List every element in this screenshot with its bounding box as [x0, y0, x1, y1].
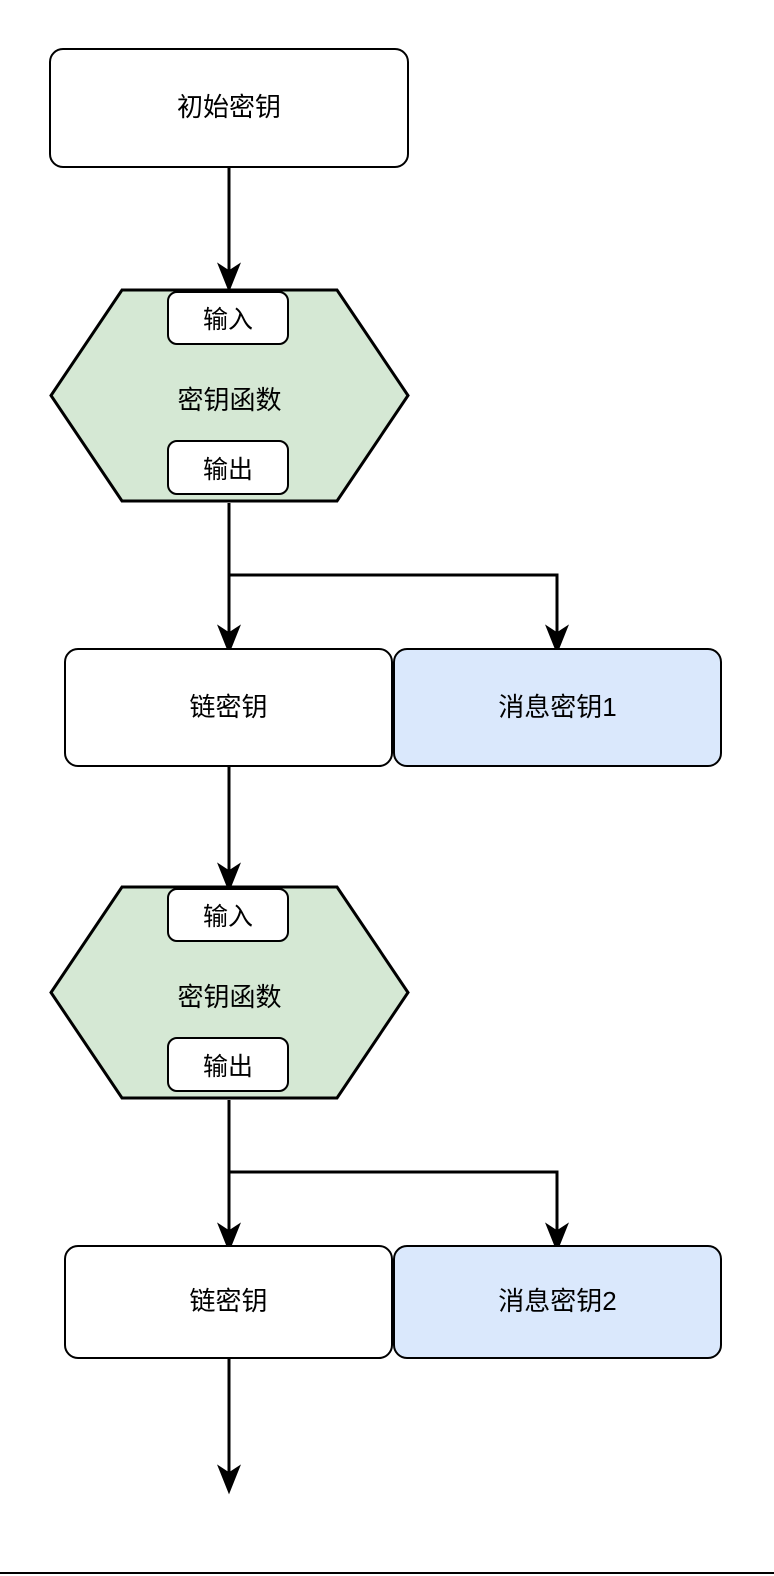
node-kdf-1-output-label: 输出: [202, 455, 253, 484]
node-kdf-2-label: 密钥函数: [177, 982, 282, 1012]
node-kdf-1-output[interactable]: 输出: [167, 440, 289, 495]
node-chain-key-1[interactable]: 链密钥: [64, 648, 393, 767]
node-kdf-1-label: 密钥函数: [177, 385, 282, 415]
node-chain-key-1-label: 链密钥: [189, 691, 268, 722]
node-kdf-2[interactable]: 密钥函数 输入 输出: [49, 885, 410, 1100]
node-chain-key-2[interactable]: 链密钥: [64, 1245, 393, 1359]
node-kdf-1-input[interactable]: 输入: [167, 291, 289, 345]
node-initial-key[interactable]: 初始密钥: [49, 48, 409, 168]
node-kdf-1-input-label: 输入: [202, 306, 253, 334]
node-kdf-2-output-label: 输出: [202, 1052, 253, 1081]
hexagon-shape-1: [49, 288, 410, 503]
node-kdf-1[interactable]: 密钥函数 输入 输出: [49, 288, 410, 503]
page-bottom-rule: [0, 1572, 774, 1574]
node-kdf-2-input-label: 输入: [202, 903, 253, 931]
node-message-key-1-label: 消息密钥1: [498, 691, 617, 722]
node-message-key-2[interactable]: 消息密钥2: [393, 1245, 722, 1359]
node-chain-key-2-label: 链密钥: [189, 1286, 268, 1317]
node-message-key-1[interactable]: 消息密钥1: [393, 648, 722, 767]
hexagon-shape-2: [49, 885, 410, 1100]
node-message-key-2-label: 消息密钥2: [498, 1286, 617, 1317]
edge-kdf2-to-messagekey2: [229, 1170, 569, 1253]
node-kdf-2-input[interactable]: 输入: [167, 888, 289, 942]
edge-kdf1-to-messagekey1: [229, 573, 569, 655]
node-initial-key-label: 初始密钥: [176, 92, 281, 123]
node-kdf-2-output[interactable]: 输出: [167, 1037, 289, 1092]
